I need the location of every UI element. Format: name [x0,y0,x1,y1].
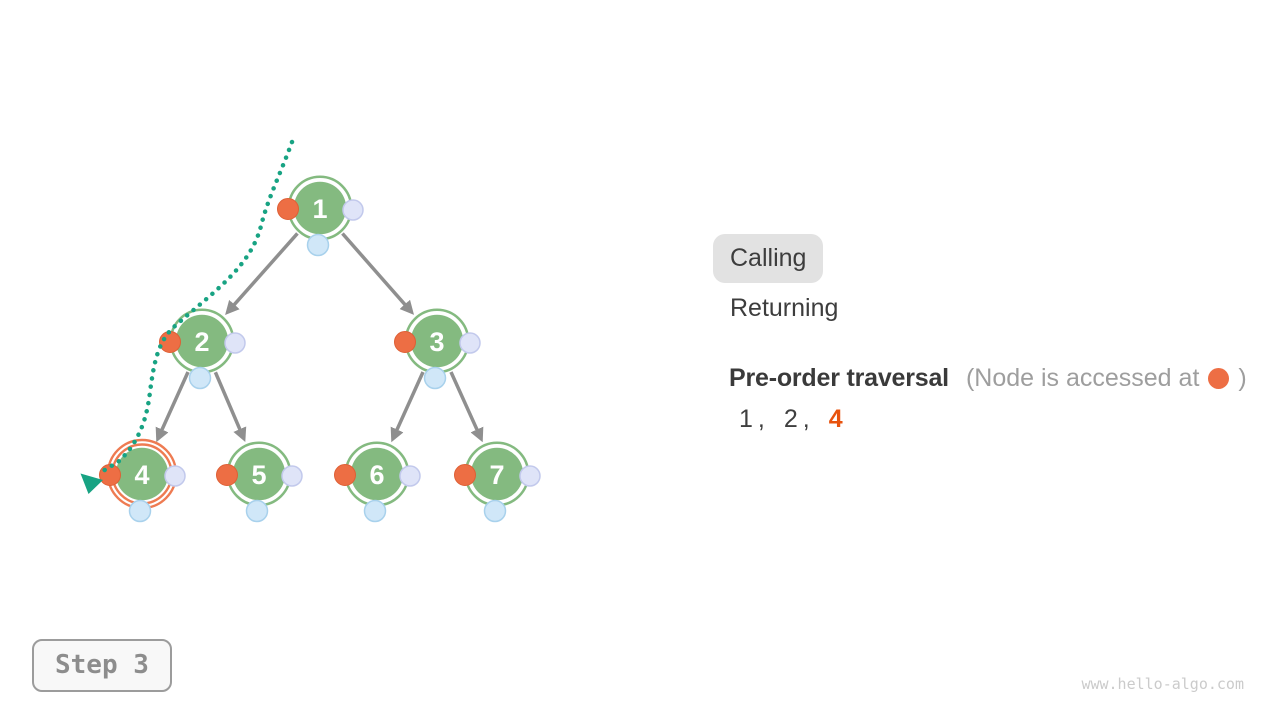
node-circle [115,447,169,501]
preorder-access-dot-icon [394,331,416,353]
tree-node-4: 4 [99,438,186,523]
tree-edge-2-5 [213,371,247,443]
inorder-access-dot-icon [245,499,269,523]
preorder-access-dot-icon [159,331,181,353]
tree-edge-3-7 [449,371,484,443]
node-circle [232,447,286,501]
postorder-access-dot-icon [281,465,303,487]
traversal-title: Pre-order traversal [729,364,949,392]
preorder-access-dot-icon [99,464,121,486]
node-value: 1 [312,194,327,224]
node-circle [410,314,464,368]
sequence-comma: , [802,405,810,433]
tree-node-3: 3 [394,308,481,390]
traversal-sequence: 1,2,4 [739,405,843,434]
postorder-access-dot-icon [519,465,541,487]
preorder-access-dot-icon [216,464,238,486]
node-value: 7 [489,460,504,490]
node-value: 6 [369,460,384,490]
tree-edge-1-3 [341,232,415,315]
inorder-access-dot-icon [188,366,212,390]
tree-edge-3-6 [390,371,425,443]
preorder-access-dot-icon [277,198,299,220]
traversal-note-suffix: ) [1238,364,1247,392]
preorder-access-dot-icon [454,464,476,486]
node-circle [470,447,524,501]
node-value: 5 [251,460,266,490]
sequence-value: 2 [783,405,798,433]
traversal-trail [100,139,295,474]
node-value: 4 [134,460,149,490]
inorder-access-dot-icon [363,499,387,523]
traversal-note-prefix: (Node is accessed at [965,364,1200,392]
legend-returning-label[interactable]: Returning [730,294,839,322]
sequence-value: 4 [828,405,843,433]
postorder-access-dot-icon [399,465,421,487]
tree-node-6: 6 [334,441,421,523]
site-watermark: www.hello-algo.com [1081,675,1244,693]
postorder-access-dot-icon [342,199,364,221]
trail-arrowhead-icon [80,473,103,494]
preorder-access-dot-icon [334,464,356,486]
inorder-access-dot-icon [483,499,507,523]
inorder-access-dot-icon [423,366,447,390]
tree-node-5: 5 [216,441,303,523]
tree-node-1: 1 [277,175,364,257]
tree-edge-2-4 [155,371,190,443]
tree-node-7: 7 [454,441,541,523]
traversal-header: Pre-order traversal (Node is accessed at… [729,364,1247,393]
postorder-access-dot-icon [164,465,186,487]
node-value: 2 [194,327,209,357]
postorder-access-dot-icon [224,332,246,354]
legend-calling-chip[interactable]: Calling [713,234,824,283]
tree-edge-1-2 [225,232,299,315]
node-circle [293,181,347,235]
sequence-value: 1 [739,405,753,433]
step-badge: Step 3 [32,639,172,692]
access-marker-dot-icon [1208,368,1230,389]
node-value: 3 [429,327,444,357]
inorder-access-dot-icon [306,233,330,257]
postorder-access-dot-icon [459,332,481,354]
node-circle [175,314,229,368]
tree-node-2: 2 [159,308,246,390]
inorder-access-dot-icon [128,499,152,523]
sequence-comma: , [757,405,765,433]
node-circle [350,447,404,501]
